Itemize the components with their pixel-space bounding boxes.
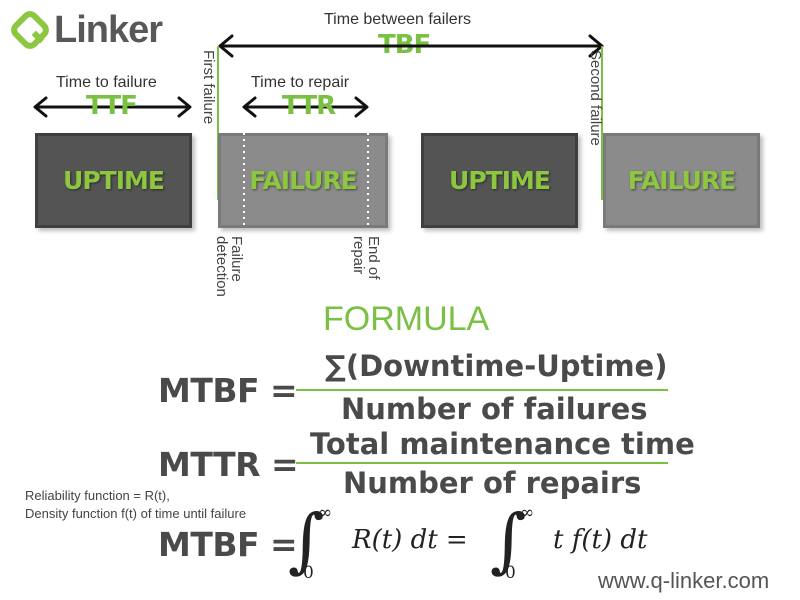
ttf-acronym: TTF (86, 91, 138, 121)
uptime-block-2: UPTIME (421, 133, 578, 228)
formula-title: FORMULA (323, 300, 490, 338)
failure-block-1: FAILURE (218, 133, 388, 228)
block-label: FAILURE (627, 166, 737, 195)
mtbf-denominator: Number of failures (341, 392, 648, 426)
uptime-block-1: UPTIME (35, 133, 192, 228)
integral-sign-2: ∫ (490, 499, 527, 581)
mttr-label: MTTR = (158, 445, 299, 484)
mttr-numerator: Total maintenance time (310, 427, 695, 461)
repair-markers (243, 133, 369, 228)
integral-upper-2: ∞ (520, 503, 535, 523)
integral-lower-2: 0 (505, 563, 516, 583)
integral-sign-1: ∫ (288, 499, 325, 581)
end-of-repair-label: End of repair (350, 236, 382, 280)
q-logo-icon (11, 11, 49, 49)
timeline-arrows (33, 34, 604, 200)
ttf-caption: Time to failure (56, 74, 157, 91)
block-label: UPTIME (449, 166, 551, 195)
mtbf-integral-label: MTBF = (158, 525, 298, 564)
logo: Linker (8, 8, 163, 52)
ttr-acronym: TTR (282, 91, 336, 121)
integral-lower-1: 0 (303, 563, 314, 583)
ttr-caption: Time to repair (251, 74, 350, 91)
tbf-caption: Time between failers (324, 11, 472, 28)
integrand-2: t f(t) dt (553, 525, 648, 555)
definitions-note: Reliability function = R(t), Density fun… (25, 487, 246, 522)
website-link[interactable]: www.q-linker.com (598, 568, 770, 593)
density-note: Density function f(t) of time until fail… (25, 505, 247, 521)
logo-text: Linker (54, 9, 163, 51)
mtbf-label: MTBF = (158, 371, 298, 410)
mttr-denominator: Number of repairs (343, 466, 642, 500)
mtbf-numerator: ∑(Downtime-Uptime) (325, 349, 668, 383)
integral-upper-1: ∞ (318, 503, 333, 523)
mtbf-fraction-line (296, 389, 668, 391)
failure-detection-label: Failure detection (213, 236, 245, 297)
reliability-note: Reliability function = R(t), (25, 488, 170, 503)
block-label: FAILURE (249, 166, 358, 195)
mttr-fraction-line (296, 462, 668, 464)
block-label: UPTIME (63, 166, 165, 195)
integrand-1: R(t) dt = (352, 525, 468, 555)
failure-block-2: FAILURE (603, 133, 760, 228)
